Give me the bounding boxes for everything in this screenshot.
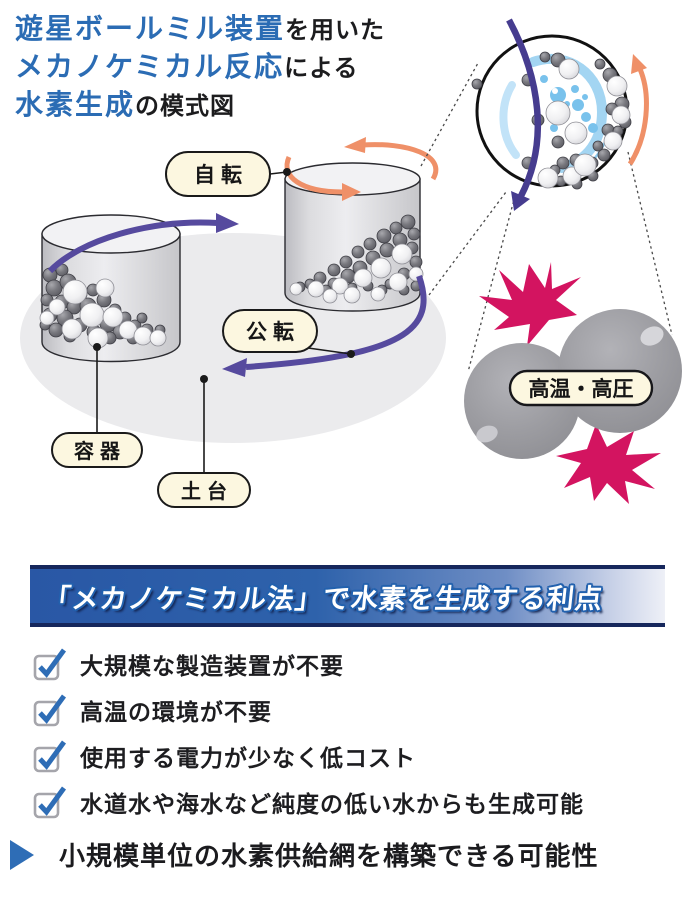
rotation-arrows [284, 137, 439, 201]
label-revolution: 公転 [222, 309, 355, 358]
ball-mill-diagram: 高温・高圧 自転 公転 容器 土台 [20, 18, 682, 508]
benefit-item-label: 水道水や海水など純度の低い水からも生成可能 [80, 791, 584, 817]
title-line-3: 水素生成の模式図 [15, 88, 385, 126]
benefits-header: 「メカノケミカル法」で水素を生成する利点 [42, 583, 605, 614]
title-highlight-1: 遊星ボールミル装置 [15, 13, 286, 44]
conclusion-row: 小規模単位の水素供給網を構築できる可能性 [10, 836, 598, 873]
container-left [39, 214, 181, 363]
title-rest-2: による [284, 55, 359, 82]
check-icon [33, 648, 67, 681]
revolution-arrow-main [222, 275, 427, 377]
rotation-arrow-magnified [627, 54, 649, 166]
arrow-right-icon [10, 839, 34, 870]
label-impact: 高温・高圧 [508, 369, 654, 407]
revolution-arrow-left [47, 213, 239, 274]
check-icon [33, 694, 67, 727]
svg-text:容器: 容器 [74, 439, 126, 463]
impact-flash-top [479, 262, 581, 346]
check-icon [33, 786, 67, 819]
title-line-1: 遊星ボールミル装置を用いた [15, 12, 385, 50]
revolution-arrow-magnified [506, 18, 542, 211]
milling-balls-right [289, 214, 424, 304]
label-container: 容器 [51, 343, 143, 468]
conclusion-text: 小規模単位の水素供給網を構築できる可能性 [59, 841, 599, 871]
title-line-2: メカノケミカル反応による [15, 50, 385, 88]
title-rest-3: の模式図 [135, 93, 236, 120]
container-right [284, 162, 424, 312]
benefit-item-label: 使用する電力が少なく低コスト [80, 745, 416, 771]
page-title: 遊星ボールミル装置を用いた メカノケミカル反応による 水素生成の模式図 [15, 12, 385, 126]
benefit-item-label: 高温の環境が不要 [80, 699, 272, 725]
label-base: 土台 [157, 375, 251, 508]
benefit-item-4: 水道水や海水など純度の低い水からも生成可能 [33, 784, 584, 820]
label-rotation: 自転 [165, 151, 291, 197]
svg-text:土台: 土台 [181, 479, 233, 503]
check-icon [33, 740, 67, 773]
svg-text:自転: 自転 [194, 163, 248, 187]
benefit-item-label: 大規模な製造装置が不要 [80, 653, 344, 679]
magnifier-guide-lines [420, 62, 673, 373]
impact-flash-bottom [556, 424, 661, 504]
title-highlight-2: メカノケミカル反応 [15, 51, 285, 82]
benefit-item-1: 大規模な製造装置が不要 [33, 646, 344, 682]
magnifier-circle [471, 18, 649, 211]
benefit-item-2: 高温の環境が不要 [33, 692, 272, 728]
svg-text:公転: 公転 [246, 320, 300, 344]
title-rest-1: を用いた [285, 17, 386, 44]
title-highlight-3: 水素生成 [15, 89, 136, 120]
benefit-item-3: 使用する電力が少なく低コスト [33, 738, 416, 774]
svg-text:高温・高圧: 高温・高圧 [529, 377, 634, 401]
benefits-header-bar: 「メカノケミカル法」で水素を生成する利点 [30, 565, 665, 627]
